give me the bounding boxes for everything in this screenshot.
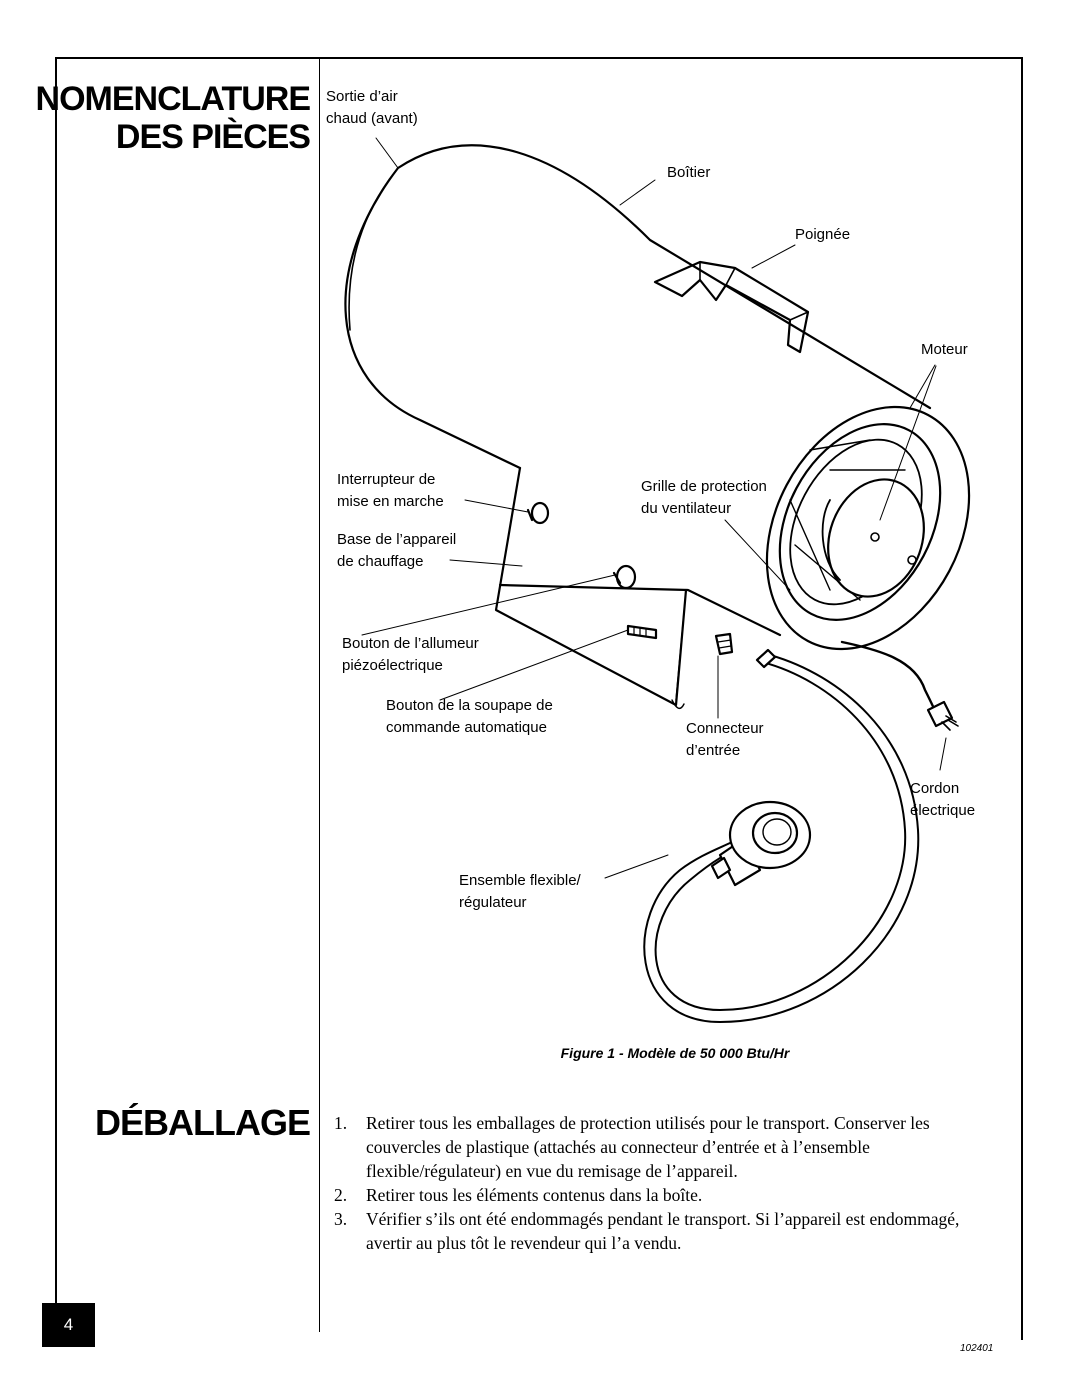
callout-valve-knob-line2: commande automatique (386, 719, 547, 736)
callout-fan-guard-line1: Grille de protection (641, 478, 767, 495)
callout-power-switch-line2: mise en marche (337, 493, 444, 510)
document-code: 102401 (960, 1343, 994, 1354)
callout-inlet-line2: d’entrée (686, 742, 741, 759)
list-item: 2. Retirer tous les éléments contenus dan… (334, 1183, 974, 1207)
figure-caption: Figure 1 - Modèle de 50 000 Btu/Hr (560, 1045, 790, 1061)
unpacking-steps: 1. Retirer tous les emballages de protect… (334, 1111, 974, 1255)
callout-cord-line1: Cordon (910, 780, 960, 797)
handle-shape (653, 260, 810, 354)
callout-base-line1: Base de l’appareil (337, 531, 457, 548)
list-item: 1. Retirer tous les emballages de protect… (334, 1111, 974, 1183)
callout-base-line2: de chauffage (337, 553, 424, 570)
callout-cord-line2: électrique (910, 802, 976, 819)
callout-base: Base de l’appareil de chauffage (337, 529, 456, 573)
callout-fan-guard: Grille de protection du ventilateur (641, 476, 767, 520)
callout-hose-line2: régulateur (459, 894, 527, 911)
callout-housing: Boîtier (667, 164, 711, 181)
regulator (710, 800, 812, 887)
callout-power-switch-line1: Interrupteur de (337, 471, 436, 488)
step-text: Retirer tous les éléments contenus dans … (366, 1185, 703, 1205)
callout-hose-regulator: Ensemble flexible/ régulateur (459, 870, 581, 914)
column-divider (319, 57, 320, 1332)
igniter-button (612, 564, 637, 590)
power-cord (840, 640, 940, 720)
leader-lines (361, 137, 947, 879)
callout-valve-knob-line1: Bouton de la soupape de (386, 697, 553, 714)
valve-knob (626, 624, 658, 640)
callout-motor: Moteur (921, 341, 968, 358)
motor-housing (827, 478, 925, 598)
heading-nomenclature-line2: DES PIÈCES (115, 118, 311, 156)
callout-power-switch: Interrupteur de mise en marche (337, 469, 444, 513)
step-number: 3. (334, 1209, 348, 1229)
callout-fan-guard-line2: du ventilateur (641, 500, 732, 517)
step-number: 2. (334, 1185, 348, 1205)
callout-handle: Poignée (795, 226, 851, 243)
callout-inlet-connector: Connecteur d’entrée (686, 718, 764, 762)
page-frame-top (55, 57, 1023, 59)
callout-inlet-line1: Connecteur (686, 720, 764, 737)
heading-unpacking: DÉBALLAGE (95, 1102, 311, 1143)
heater-housing-outline (344, 144, 932, 470)
callout-igniter-line1: Bouton de l’allumeur (342, 635, 479, 652)
page-frame-left (55, 57, 57, 1307)
callout-hot-air-outlet-line1: Sortie d’air (326, 88, 398, 105)
plug (926, 700, 959, 731)
power-switch-knob (526, 501, 550, 525)
callout-hot-air-outlet: Sortie d’air chaud (avant) (326, 86, 418, 130)
callout-hose-line1: Ensemble flexible/ (459, 872, 581, 889)
heater-housing-bottom (498, 583, 782, 637)
callout-hot-air-outlet-line2: chaud (avant) (326, 110, 418, 127)
step-number: 1. (334, 1113, 348, 1133)
page-frame-right (1021, 57, 1023, 1340)
callout-igniter-line2: piézoélectrique (342, 657, 443, 674)
callout-igniter: Bouton de l’allumeur piézoélectrique (342, 633, 479, 677)
step-text: Vérifier s’ils ont été endommagés pendan… (366, 1209, 960, 1253)
step-text: Retirer tous les emballages de protectio… (366, 1113, 930, 1181)
callout-valve-knob: Bouton de la soupape de commande automat… (386, 695, 553, 739)
heading-nomenclature-line1: NOMENCLATURE (35, 80, 311, 118)
gas-inlet-connector (714, 632, 734, 656)
gas-hose (643, 654, 920, 1023)
page-number: 4 (42, 1303, 95, 1347)
rear-ring-outer (765, 405, 971, 651)
rear-ring-inner (778, 423, 942, 621)
list-item: 3. Vérifier s’ils ont été endommagés pend… (334, 1207, 974, 1255)
callout-power-cord: Cordon électrique (910, 778, 975, 822)
hot-air-outlet-lip (348, 167, 399, 331)
